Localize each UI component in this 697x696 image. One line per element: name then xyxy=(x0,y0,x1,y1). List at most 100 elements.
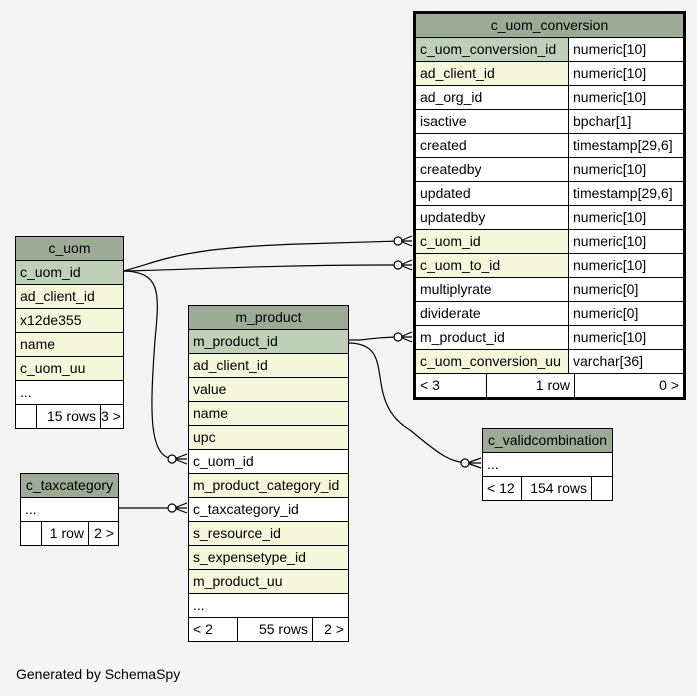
footer-prev[interactable]: < 3 xyxy=(420,377,440,393)
column-name: c_uom_to_id xyxy=(420,257,501,273)
column-name: c_uom_conversion_id xyxy=(420,41,557,57)
footer-next[interactable]: 3 > xyxy=(100,405,123,428)
column-name: dividerate xyxy=(420,305,481,321)
footer-prev[interactable]: < 12 xyxy=(487,480,515,496)
footer-prev[interactable]: < 2 xyxy=(193,621,213,637)
column-row-c_uom_id[interactable]: c_uom_id xyxy=(16,261,123,285)
column-row-m_product_uu[interactable]: m_product_uu xyxy=(189,570,348,594)
column-name: x12de355 xyxy=(20,312,82,328)
column-row-name[interactable]: name xyxy=(189,402,348,426)
column-row-c_uom_uu[interactable]: c_uom_uu xyxy=(16,357,123,381)
column-type: numeric[10] xyxy=(568,62,683,85)
edge-product-to-validcombination xyxy=(347,342,468,464)
table-header[interactable]: c_uom xyxy=(16,237,123,261)
column-row-moremoremore[interactable]: ... xyxy=(21,498,118,522)
footer-prev[interactable] xyxy=(16,405,36,428)
table-header[interactable]: c_validcombination xyxy=(483,429,612,453)
column-row-s_expensetype_id[interactable]: s_expensetype_id xyxy=(189,546,348,570)
table-header[interactable]: c_uom_conversion xyxy=(416,14,683,38)
column-row-s_resource_id[interactable]: s_resource_id xyxy=(189,522,348,546)
column-type: timestamp[29,6] xyxy=(568,134,683,157)
column-row-moremoremore[interactable]: ... xyxy=(16,381,123,405)
edge-c_uom-to-conversion-c_uom_to_id xyxy=(122,264,401,272)
column-name: updated xyxy=(420,185,471,201)
column-type: numeric[10] xyxy=(568,206,683,229)
column-row-value[interactable]: value xyxy=(189,378,348,402)
column-name: created xyxy=(420,137,467,153)
column-row-ad_org_id[interactable]: ad_org_id numeric[10] xyxy=(416,86,683,110)
column-row-created[interactable]: created timestamp[29,6] xyxy=(416,134,683,158)
column-row-moremoremore[interactable]: ... xyxy=(189,594,348,618)
column-type: numeric[0] xyxy=(568,302,683,325)
column-name: m_product_id xyxy=(193,333,278,349)
column-row-dividerate[interactable]: dividerate numeric[0] xyxy=(416,302,683,326)
generated-by-note: Generated by SchemaSpy xyxy=(16,666,181,682)
footer-prev[interactable] xyxy=(21,522,41,545)
table-header[interactable]: m_product xyxy=(189,306,348,330)
column-row-m_product_id[interactable]: m_product_id xyxy=(189,330,348,354)
column-type: numeric[10] xyxy=(568,326,683,349)
footer-row-count: 15 rows xyxy=(36,405,100,428)
column-type: numeric[10] xyxy=(568,86,683,109)
column-name: multiplyrate xyxy=(420,281,492,297)
footer-next[interactable] xyxy=(591,477,612,500)
column-type: numeric[10] xyxy=(568,254,683,277)
footer-row-count: 1 row xyxy=(486,374,574,397)
column-row-moremoremore[interactable]: ... xyxy=(483,453,612,477)
column-name: s_expensetype_id xyxy=(193,549,306,565)
column-name: c_uom_id xyxy=(420,233,481,249)
column-name: createdby xyxy=(420,161,482,177)
edge-c_uom-to-product-c_uom_id xyxy=(122,270,175,460)
table-footer: 15 rows 3 > xyxy=(16,405,123,428)
column-name: s_resource_id xyxy=(193,525,281,541)
column-name: ... xyxy=(20,384,32,400)
table-columns: ... xyxy=(21,498,118,522)
table-c_validcombination[interactable]: c_validcombination ... < 12 154 rows xyxy=(482,428,613,501)
column-name: ad_org_id xyxy=(420,89,483,105)
column-name: ... xyxy=(487,456,499,472)
column-row-c_uom_conversion_uu[interactable]: c_uom_conversion_uu varchar[36] xyxy=(416,350,683,374)
column-row-ad_client_id[interactable]: ad_client_id xyxy=(189,354,348,378)
column-name: value xyxy=(193,381,227,397)
table-footer: < 2 55 rows 2 > xyxy=(189,618,348,641)
column-name: isactive xyxy=(420,113,467,129)
column-row-m_product_category_id[interactable]: m_product_category_id xyxy=(189,474,348,498)
column-type: varchar[36] xyxy=(568,350,683,373)
column-row-c_uom_to_id[interactable]: c_uom_to_id numeric[10] xyxy=(416,254,683,278)
column-name: c_uom_uu xyxy=(20,360,86,376)
column-row-c_uom_id[interactable]: c_uom_id xyxy=(189,450,348,474)
table-footer: < 12 154 rows xyxy=(483,477,612,500)
column-name: c_uom_id xyxy=(193,453,254,469)
column-type: numeric[10] xyxy=(568,158,683,181)
table-header[interactable]: c_taxcategory xyxy=(21,474,118,498)
column-row-c_taxcategory_id[interactable]: c_taxcategory_id xyxy=(189,498,348,522)
footer-next[interactable]: 2 > xyxy=(88,522,118,545)
column-row-name[interactable]: name xyxy=(16,333,123,357)
column-name: name xyxy=(193,405,229,421)
column-row-c_uom_id[interactable]: c_uom_id numeric[10] xyxy=(416,230,683,254)
footer-next[interactable]: 2 > xyxy=(312,618,348,641)
column-type: numeric[10] xyxy=(568,230,683,253)
table-c_taxcategory[interactable]: c_taxcategory ... 1 row 2 > xyxy=(20,473,119,546)
column-name: c_uom_conversion_uu xyxy=(420,353,561,369)
table-footer: 1 row 2 > xyxy=(21,522,118,545)
footer-next[interactable]: 0 > xyxy=(574,374,683,397)
column-row-upc[interactable]: upc xyxy=(189,426,348,450)
column-row-x12de355[interactable]: x12de355 xyxy=(16,309,123,333)
column-row-createdby[interactable]: createdby numeric[10] xyxy=(416,158,683,182)
column-row-ad_client_id[interactable]: ad_client_id xyxy=(16,285,123,309)
